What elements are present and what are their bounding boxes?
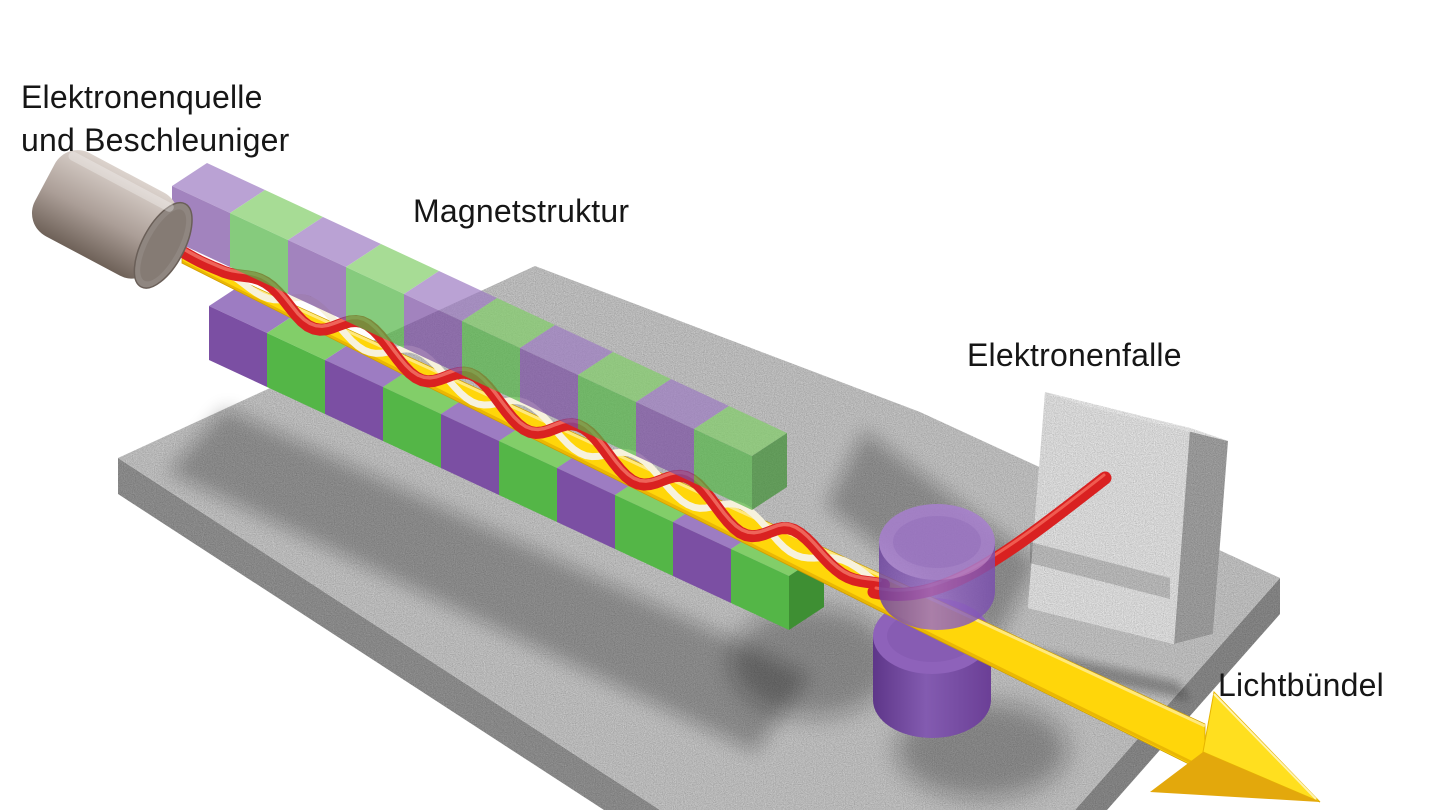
light-arrowhead-ridge (1213, 693, 1317, 800)
trap-front-face (1028, 392, 1190, 644)
magnet-block-upper-4-purple (404, 271, 497, 375)
trap-side-face (1174, 428, 1228, 644)
granite-base-bevel-left (118, 458, 660, 810)
label-electron-source: Elektronenquelle und Beschleuniger (21, 76, 289, 162)
light-arrowhead-dark (1150, 752, 1320, 802)
magnet-block-upper-8-purple (636, 379, 729, 483)
bend-magnet-shadow-1 (730, 607, 894, 717)
label-light-beam: Lichtbündel (1218, 667, 1384, 703)
electron-beam-wiggle (158, 234, 890, 591)
label-electron-source-line1: Elektronenquelle (21, 79, 263, 115)
source-cylinder-highlight (68, 151, 174, 212)
magnet-block-upper-3-green (346, 244, 439, 348)
light-beam-shade (181, 260, 1206, 771)
label-magnet-structure: Magnetstruktur (413, 193, 630, 229)
magnet-block-upper-5-green (462, 298, 555, 402)
magnet-block-upper-7-green (578, 352, 671, 456)
magnet-block-upper-6-purple (520, 325, 613, 429)
magnet-row-shadow (168, 408, 810, 752)
magnet-block-lower-1-green (267, 310, 360, 414)
label-electron-trap: Elektronenfalle (967, 337, 1182, 373)
electron-beam-highlight (170, 240, 882, 583)
magnet-block-upper-1-green (230, 190, 323, 294)
magnet-block-lower-0-purple (209, 283, 302, 387)
electron-source-cylinder (31, 150, 193, 289)
magnet-block-upper-2-purple (288, 217, 381, 321)
trap-top-face (1045, 392, 1228, 441)
label-electron-source-line2: und Beschleuniger (21, 122, 290, 158)
magnet-row-upper (172, 163, 787, 510)
trap-shade-band (1030, 542, 1170, 599)
electron-trap-block (1028, 392, 1228, 644)
magnet-block-lower-2-purple (325, 337, 418, 441)
magnet-block-upper-9-green (694, 406, 787, 510)
bending-magnet-upper (879, 504, 995, 630)
